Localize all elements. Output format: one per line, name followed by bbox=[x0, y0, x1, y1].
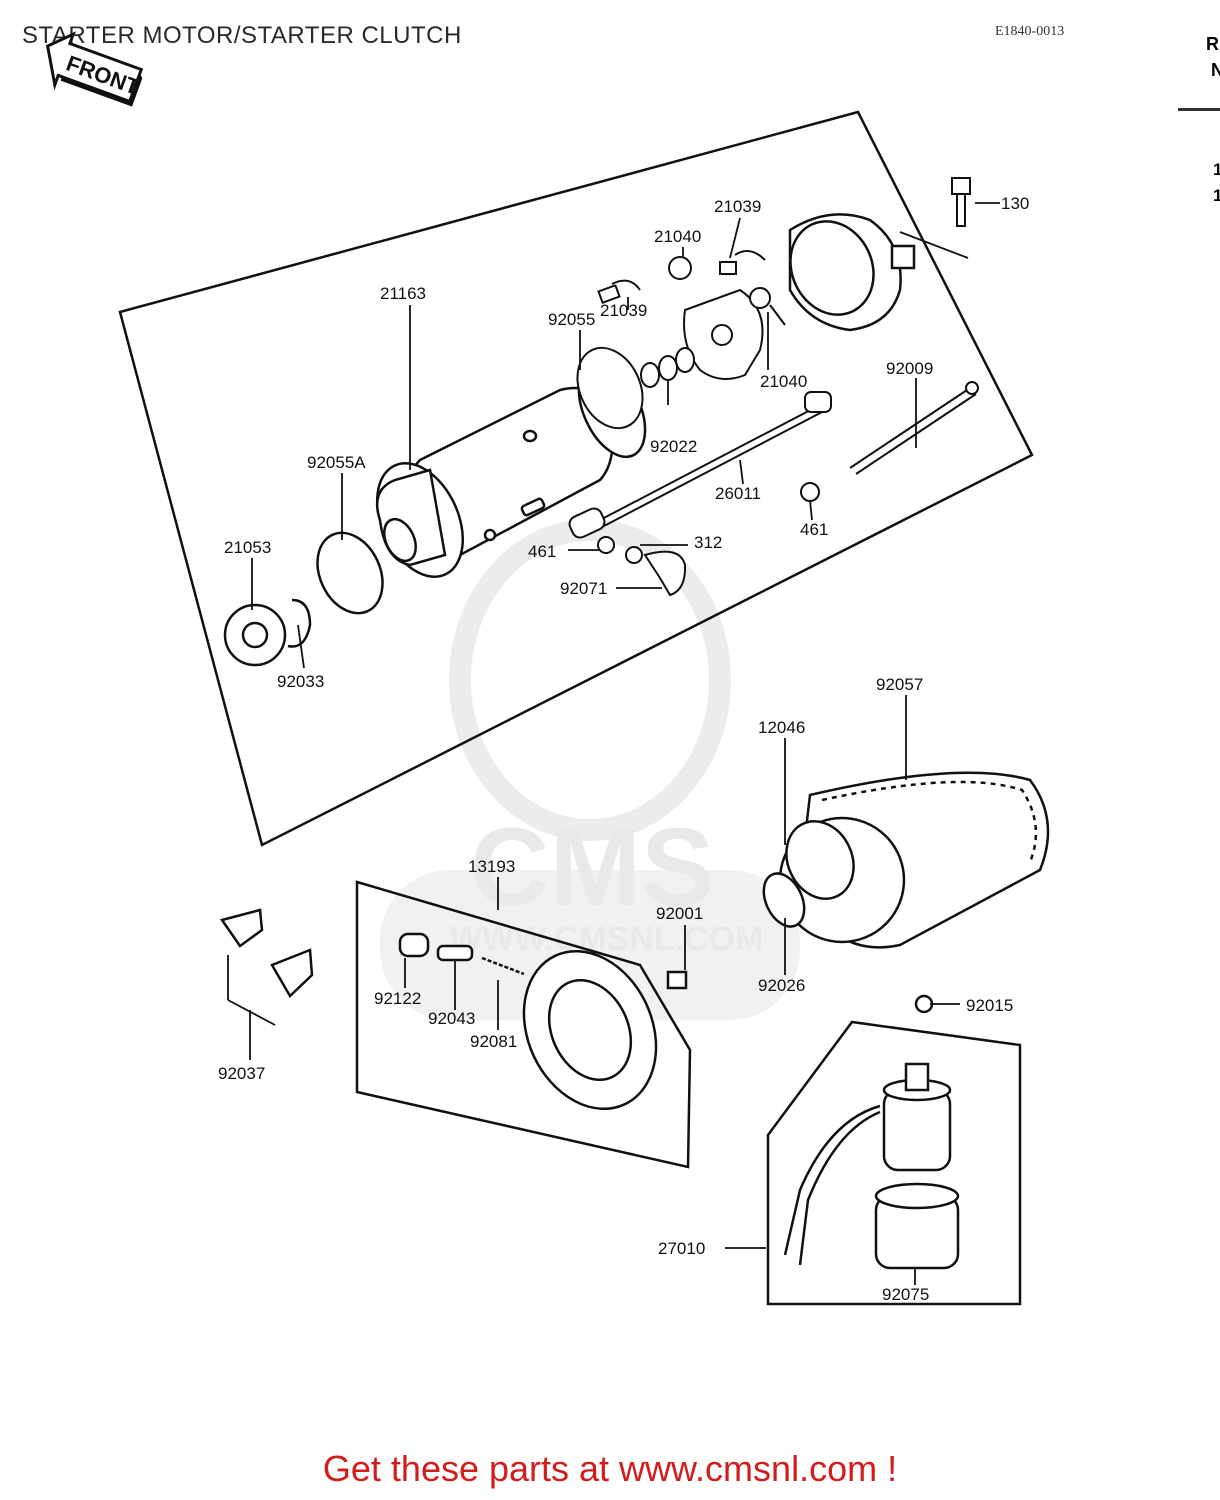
side-panel-line: 1 bbox=[1213, 186, 1220, 205]
callout-92075: 92075 bbox=[882, 1285, 929, 1304]
callout-21039-b: 21039 bbox=[600, 301, 647, 320]
callout-130: 130 bbox=[1001, 194, 1029, 213]
side-panel-rule bbox=[1178, 108, 1220, 111]
callout-21040-a: 21040 bbox=[654, 227, 701, 246]
watermark-url: WWW.CMSNL.COM bbox=[450, 920, 764, 958]
diagram-title: STARTER MOTOR/STARTER CLUTCH bbox=[22, 22, 462, 49]
starter-clutch-parts bbox=[219, 908, 688, 1111]
watermark-brand: CMS bbox=[470, 806, 714, 929]
callout-21163: 21163 bbox=[380, 284, 426, 303]
callout-92055: 92055 bbox=[548, 310, 595, 329]
rear-cover bbox=[788, 213, 916, 332]
chain-sprocket bbox=[762, 771, 1050, 949]
callout-21039-a: 21039 bbox=[714, 197, 761, 216]
front-arrow-icon: FRONT bbox=[45, 31, 143, 107]
callout-92009: 92009 bbox=[886, 359, 933, 378]
callout-92055A: 92055A bbox=[307, 453, 366, 472]
callout-461-a: 461 bbox=[800, 520, 828, 539]
callout-92015: 92015 bbox=[966, 996, 1013, 1015]
buy-parts-link[interactable]: Get these parts at www.cmsnl.com ! bbox=[322, 1448, 898, 1489]
callout-92022: 92022 bbox=[650, 437, 697, 456]
callout-13193: 13193 bbox=[468, 857, 515, 876]
callout-461-b: 461 bbox=[528, 542, 556, 561]
callout-92037: 92037 bbox=[218, 1064, 265, 1083]
pinion-parts bbox=[223, 531, 384, 667]
starter-motor-group-outline bbox=[118, 110, 1034, 847]
brush-plate bbox=[576, 288, 764, 430]
callout-92081: 92081 bbox=[470, 1032, 517, 1051]
brush-set bbox=[597, 250, 786, 326]
starter-relay bbox=[783, 994, 960, 1270]
callout-21053: 21053 bbox=[224, 538, 271, 557]
cms-watermark: CMS WWW.CMSNL.COM bbox=[380, 519, 800, 1020]
hardware bbox=[568, 177, 979, 597]
callout-92026: 92026 bbox=[758, 976, 805, 995]
callout-92043: 92043 bbox=[428, 1009, 475, 1028]
starter-relay-group-outline bbox=[766, 1020, 1022, 1306]
callout-92057: 92057 bbox=[876, 675, 923, 694]
callout-27010: 27010 bbox=[658, 1239, 705, 1258]
diagram-code: E1840-0013 bbox=[995, 24, 1065, 39]
callout-21040-b: 21040 bbox=[760, 372, 807, 391]
part-callouts: 130 21039 21040 21163 92055 21039 21040 … bbox=[218, 194, 1029, 1304]
callout-92001: 92001 bbox=[656, 904, 703, 923]
side-panel: R N 1 1 bbox=[1175, 0, 1220, 1500]
callout-26011: 26011 bbox=[715, 484, 761, 503]
callout-92033: 92033 bbox=[277, 672, 324, 691]
side-panel-line: R bbox=[1206, 34, 1219, 54]
callout-92122: 92122 bbox=[374, 989, 421, 1008]
callout-92071: 92071 bbox=[560, 579, 607, 598]
leader-lines bbox=[227, 202, 1000, 1285]
callout-12046: 12046 bbox=[758, 718, 805, 737]
callout-312: 312 bbox=[694, 533, 722, 552]
side-panel-line: N bbox=[1211, 60, 1220, 80]
parts-diagram: CMS WWW.CMSNL.COM FRONT bbox=[45, 31, 1050, 1306]
starter-clutch-group-outline bbox=[355, 880, 692, 1169]
side-panel-line: 1 bbox=[1213, 160, 1220, 179]
